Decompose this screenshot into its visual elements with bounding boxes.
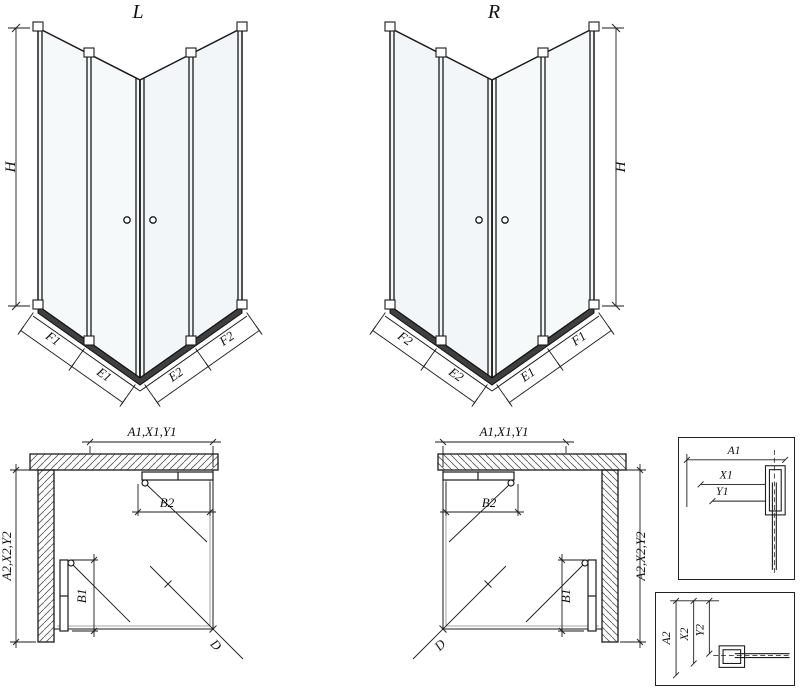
dim-label-f-outer-left: F1: [42, 327, 63, 348]
variant-label-right: R: [487, 1, 500, 23]
detail-dim-x2-label: X2: [678, 627, 691, 641]
dim-label-e-inner-left: E2: [445, 363, 467, 384]
dim-label-e-inner-right: E1: [517, 364, 538, 385]
depth-dim-label: A2,X2,Y2: [633, 531, 648, 582]
dim-label-f-outer-right: F2: [216, 328, 238, 349]
detail-box-depth: A2 X2 Y2: [655, 592, 795, 686]
dim-label-e-inner-left: E1: [93, 363, 114, 384]
dim-label-f-outer-left: F2: [394, 327, 416, 348]
detail-dim-y1-label: Y1: [716, 484, 728, 498]
plan-view-right: A1,X1,Y1 A2,X2,Y2 B2 B1 D: [412, 424, 648, 660]
door-top-dim-label: B2: [160, 495, 175, 510]
detail-dim-x1-label: X1: [719, 468, 733, 482]
detail-dim-a1-label: A1: [726, 443, 740, 457]
width-dim-label: A1,X1,Y1: [478, 424, 528, 439]
plan-view-left: A1,X1,Y1 A2,X2,Y2 B2 B1 D: [2, 424, 244, 660]
detail-dim-a2-label: A2: [660, 631, 673, 645]
detail-dim-y2-label: Y2: [693, 624, 706, 637]
door-side-dim-label: B1: [558, 589, 573, 603]
width-dim-label: A1,X1,Y1: [126, 424, 176, 439]
wall-profile-section: [764, 450, 786, 575]
height-dim-label: H: [3, 160, 19, 173]
iso-view-left: L H F1 E1 E2 F2: [3, 1, 264, 408]
iso-view-right: R H F2 E2 E1 F1: [368, 1, 629, 408]
door-top-dim-label: B2: [482, 495, 497, 510]
height-dim-label: H: [613, 160, 629, 173]
variant-label-left: L: [131, 1, 143, 23]
wall-profile-section: [713, 645, 792, 668]
depth-dim-label: A2,X2,Y2: [2, 531, 14, 582]
door-side-dim-label: B1: [74, 589, 89, 603]
dim-label-e-inner-right: E2: [165, 364, 187, 385]
dim-label-f-outer-right: F1: [568, 328, 589, 349]
detail-box-width: A1 X1 Y1: [678, 437, 795, 580]
